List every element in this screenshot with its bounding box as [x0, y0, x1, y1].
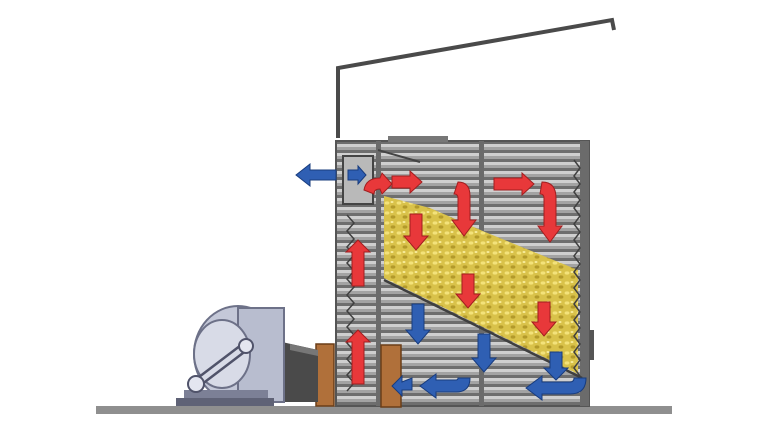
- arrow-red-icon: [344, 329, 372, 385]
- left-wall-chevrons: [346, 214, 355, 392]
- arrow-blue-icon: [404, 303, 432, 345]
- right-wall: [580, 141, 589, 406]
- grain-pile: [384, 196, 578, 374]
- exhaust-air-arrows: [295, 162, 587, 401]
- arrow-red-icon: [537, 181, 563, 243]
- arrow-blue-icon: [391, 374, 413, 398]
- arrow-blue-icon: [419, 373, 471, 399]
- arrow-blue-icon: [347, 164, 367, 186]
- arrow-blue-icon: [295, 162, 337, 188]
- ground-slab: [96, 406, 672, 414]
- right-wall-chevrons: [573, 159, 581, 377]
- arrow-blue-icon: [542, 351, 570, 381]
- arrow-red-icon: [454, 273, 482, 309]
- roof-canopy: [336, 17, 616, 138]
- arrow-red-icon: [344, 239, 372, 287]
- arrow-red-icon: [363, 172, 393, 195]
- arrow-red-icon: [530, 301, 558, 337]
- arrow-red-icon: [451, 181, 477, 237]
- door-handle: [589, 330, 594, 360]
- wood-collar: [315, 343, 335, 407]
- fan-duct: [282, 342, 318, 402]
- centrifugal-fan-icon: [176, 305, 285, 406]
- hot-air-arrows: [344, 169, 563, 385]
- arrow-blue-icon: [470, 333, 498, 373]
- roof-vent: [388, 136, 448, 142]
- arrow-red-icon: [391, 169, 423, 195]
- left-plenum-wall: [376, 141, 381, 406]
- arrow-red-icon: [493, 171, 535, 197]
- wood-inlet-gate: [380, 344, 402, 408]
- arrow-blue-icon: [525, 375, 587, 401]
- arrow-red-icon: [402, 213, 430, 251]
- perforated-floor: [383, 278, 583, 380]
